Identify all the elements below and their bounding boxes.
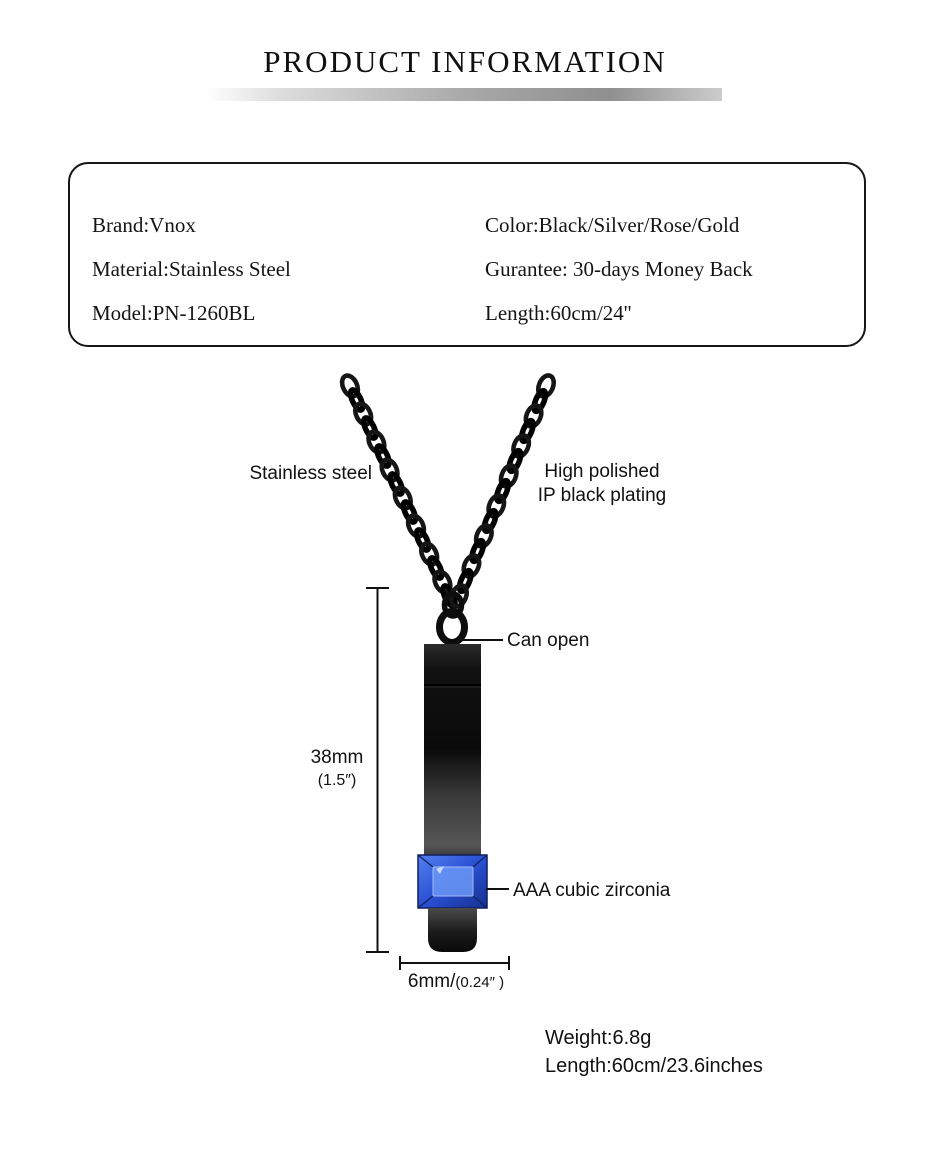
height-value-inches: (1.5″) — [317, 772, 357, 789]
width-dimension-line — [399, 956, 510, 970]
length-label: Length:60cm/23.6inches — [545, 1055, 763, 1077]
width-dimension-label: 6mm/(0.24″ ) — [392, 970, 520, 995]
height-dimension-label: 38mm (1.5″) — [302, 746, 372, 792]
weight-label: Weight:6.8g — [545, 1027, 652, 1049]
necklace-chain — [339, 373, 557, 609]
spec-length: Length:60cm/24'' — [485, 301, 632, 325]
gem-sparkle — [436, 866, 444, 874]
plating-label-line2: IP black plating — [537, 485, 667, 506]
spec-column-right: Color:Black/Silver/Rose/Gold Gurantee: 3… — [485, 214, 753, 345]
chain-material-label: Stainless steel — [249, 463, 372, 484]
spec-guarantee: Gurantee: 30-days Money Back — [485, 257, 753, 281]
pendant-bar — [424, 644, 481, 855]
gem-label: AAA cubic zirconia — [513, 880, 671, 901]
pendant-bail — [436, 591, 468, 646]
plating-label-line1: High polished — [544, 461, 660, 482]
title-underline-bar — [205, 88, 722, 101]
width-value-mm: 6mm/ — [407, 971, 456, 992]
page-title: PRODUCT INFORMATION — [263, 44, 667, 79]
spec-color: Color:Black/Silver/Rose/Gold — [485, 213, 740, 237]
width-value-inches: (0.24″ ) — [455, 974, 505, 991]
can-open-label: Can open — [507, 630, 590, 651]
plating-label: High polished IP black plating — [518, 460, 686, 508]
spec-model: Model:PN-1260BL — [92, 301, 256, 325]
spec-column-left: Brand:Vnox Material:Stainless Steel Mode… — [92, 214, 485, 345]
pendant-seam — [424, 684, 481, 687]
spec-brand: Brand:Vnox — [92, 213, 196, 237]
pendant-bottom-cap — [428, 908, 477, 952]
gem — [417, 854, 488, 909]
spec-box: Brand:Vnox Material:Stainless Steel Mode… — [68, 162, 866, 347]
height-dimension-line — [366, 587, 389, 953]
height-value-mm: 38mm — [310, 747, 364, 768]
spec-material: Material:Stainless Steel — [92, 257, 291, 281]
